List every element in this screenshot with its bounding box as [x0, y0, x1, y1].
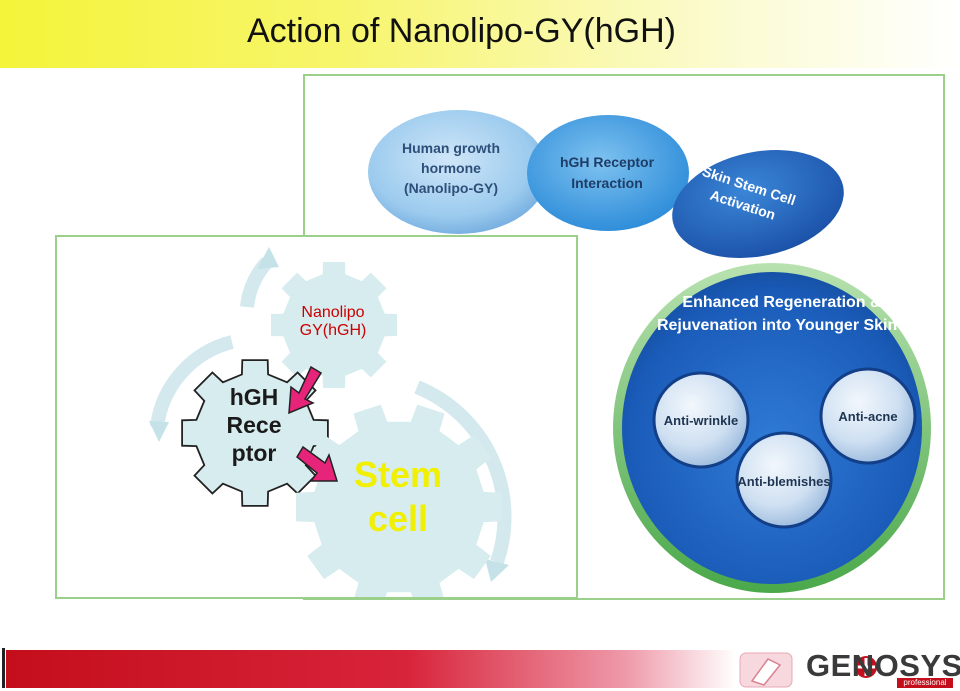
effect-anti-wrinkle: Anti-wrinkle [664, 413, 738, 428]
step1-line1: Human growth [402, 140, 500, 156]
gear2-line2: Rece [227, 412, 282, 438]
footer-stripe [6, 650, 736, 688]
gear3-line1: Stem [354, 454, 442, 495]
cycle-arc-left [150, 335, 234, 429]
gear1-shape [271, 262, 397, 388]
title-bar [0, 0, 960, 68]
gear-diagram: Nanolipo GY(hGH) hGH Rece ptor Stem cell [149, 247, 512, 610]
gear-nanolipo [271, 262, 397, 388]
genosys-logo-mark [739, 652, 877, 688]
arrow-nanolipo-to-receptor [288, 365, 323, 415]
arrow-receptor-to-stem-cell [296, 445, 339, 482]
cycle-arc-top [240, 257, 273, 308]
gear3-line2: cell [368, 498, 428, 539]
effect-anti-acne: Anti-acne [838, 409, 897, 424]
step2-line2: Interaction [571, 175, 643, 191]
stem-cell-diagram-panel: Human growth hormone (Nanolipo-GY) hGH R… [303, 74, 945, 600]
gear1-line2: GY(hGH) [300, 322, 367, 339]
gear3-shape [296, 404, 502, 610]
bubble-anti-acne [819, 367, 917, 465]
gear-diagram-panel: Nanolipo GY(hGH) hGH Rece ptor Stem cell [55, 235, 578, 610]
bubble-hgh [368, 110, 548, 234]
gear-stem-cell [296, 404, 502, 610]
step1-line3: (Nanolipo-GY) [404, 180, 498, 196]
effect-anti-blemishes: Anti-blemishes [737, 474, 830, 489]
main-line1: Enhanced Regeneration & [682, 294, 882, 311]
gear1-line1: Nanolipo [301, 304, 364, 321]
main-line2: Rejuvenation into Younger Skin ! [657, 317, 907, 334]
stem-cell-diagram: Human growth hormone (Nanolipo-GY) hGH R… [368, 110, 931, 593]
step1-line2: hormone [421, 160, 481, 176]
cycle-arrowhead-top [257, 247, 279, 269]
cycle-arrowhead-left [149, 421, 169, 442]
bubble-activation [672, 150, 844, 258]
gear2-line3: ptor [232, 440, 277, 466]
logo-tagline: professional [897, 678, 953, 688]
cycle-arc-right [414, 380, 512, 565]
step2-line1: hGH Receptor [560, 154, 655, 170]
bubble-receptor [527, 115, 689, 231]
footer-tick [2, 648, 5, 688]
bubble-anti-wrinkle [652, 371, 750, 469]
gear2-line1: hGH [230, 384, 279, 410]
bubble-anti-blemishes [735, 431, 833, 529]
logo-brand: GENOSYS [806, 648, 960, 683]
main-circle [622, 272, 922, 584]
cycle-arrowhead-right [485, 559, 509, 582]
page-title: Action of Nanolipo-GY(hGH) [247, 12, 676, 50]
